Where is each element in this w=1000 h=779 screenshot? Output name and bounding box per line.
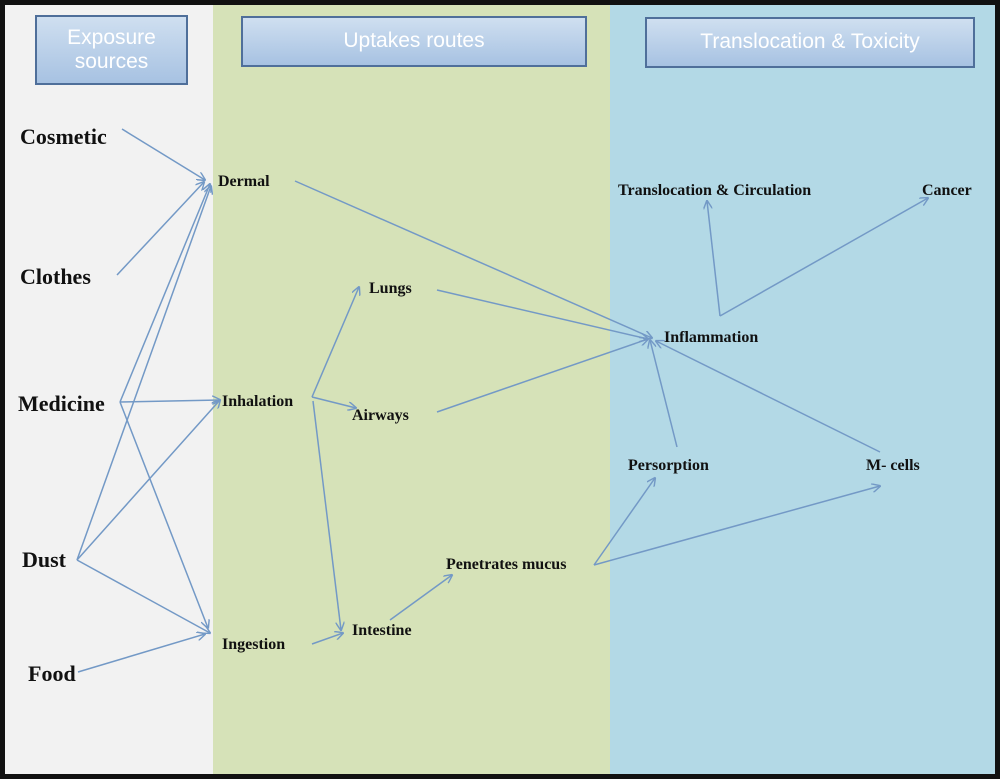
uptake-routes-header: Uptakes routes xyxy=(241,16,587,67)
edge-cosmetic-to-dermal xyxy=(121,128,205,180)
node-dust: Dust xyxy=(22,547,67,572)
edge-food-to-ingestion xyxy=(77,634,205,673)
node-persorption: Persorption xyxy=(628,457,709,474)
edge-medicine-to-inhalation xyxy=(119,400,220,402)
edge-airways-to-inflammation xyxy=(436,339,648,413)
node-lungs: Lungs xyxy=(369,280,412,297)
edge-persorption-to-inflammation xyxy=(650,340,678,448)
node-cosmetic: Cosmetic xyxy=(20,124,107,149)
node-ingestion: Ingestion xyxy=(222,636,285,653)
node-penetrates-mucus: Penetrates mucus xyxy=(446,556,566,573)
node-translocation-circulation: Translocation & Circulation xyxy=(618,182,811,199)
uptake-column xyxy=(213,5,610,774)
edge-inhalation-to-lungs xyxy=(311,287,359,398)
edge-medicine-to-dermal xyxy=(119,184,210,403)
node-dermal: Dermal xyxy=(218,173,270,190)
node-cancer: Cancer xyxy=(922,182,972,199)
exposure-column xyxy=(5,5,213,774)
edge-dust-to-dermal xyxy=(76,186,211,561)
node-intestine: Intestine xyxy=(352,622,412,639)
node-medicine: Medicine xyxy=(18,391,105,416)
node-m-cells: M- cells xyxy=(866,457,920,474)
node-inflammation: Inflammation xyxy=(664,329,758,346)
node-airways: Airways xyxy=(352,407,409,424)
edge-medicine-to-ingestion xyxy=(119,401,208,628)
edge-dust-to-inhalation xyxy=(76,400,220,561)
edge-lungs-to-inflammation xyxy=(436,289,648,339)
edge-ingestion-to-intestine xyxy=(311,633,343,645)
edge-dermal-to-inflammation xyxy=(294,180,652,338)
node-inhalation: Inhalation xyxy=(222,393,293,410)
edge-penetrates-mucus-to-persorption xyxy=(593,478,655,566)
edge-m-cells-to-inflammation xyxy=(656,341,881,453)
edge-penetrates-mucus-to-m-cells xyxy=(593,486,880,566)
edge-inflammation-to-cancer xyxy=(719,198,928,317)
edge-dust-to-ingestion xyxy=(76,559,210,633)
edge-intestine-to-penetrates-mucus xyxy=(389,575,452,621)
edge-inhalation-to-airways xyxy=(311,396,356,408)
edge-inhalation-to-intestine xyxy=(312,400,341,630)
translocation-toxicity-header: Translocation & Toxicity xyxy=(645,17,975,68)
edges-layer xyxy=(76,128,928,673)
edge-clothes-to-dermal xyxy=(116,182,204,276)
exposure-sources-header: Exposure sources xyxy=(35,15,188,85)
node-clothes: Clothes xyxy=(20,264,91,289)
node-food: Food xyxy=(28,661,76,686)
nodes-layer: Cosmetic Clothes Medicine Dust Food Derm… xyxy=(18,124,972,686)
toxicity-column xyxy=(610,5,995,774)
edge-inflammation-to-translocation xyxy=(707,201,721,317)
